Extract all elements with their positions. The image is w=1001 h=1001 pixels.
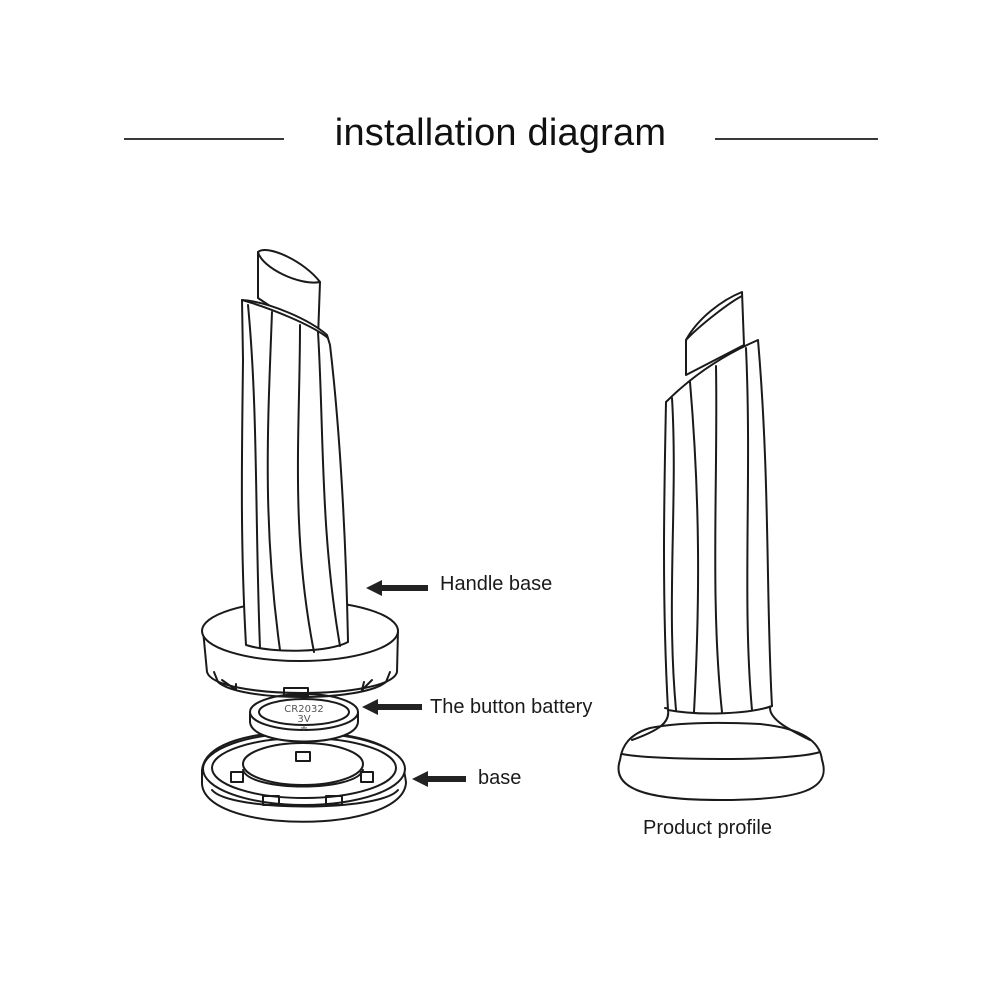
label-base: base (478, 767, 522, 789)
handle-illustration (240, 249, 349, 653)
base-ring-illustration (200, 731, 407, 823)
button-battery-illustration (249, 693, 359, 743)
product-profile-illustration (617, 291, 825, 801)
arrow-icon-battery (362, 699, 422, 715)
battery-model-text: CR2032 (284, 704, 323, 715)
battery-voltage-text: 3V (297, 714, 310, 725)
label-product-profile: Product profile (643, 817, 772, 839)
header-rule-right (715, 138, 878, 140)
arrow-icon-base (412, 771, 466, 787)
header-rule-left (124, 138, 284, 140)
battery-polarity-text: + (300, 723, 308, 734)
label-button-battery: The button battery (430, 696, 593, 718)
label-handle-base: Handle base (440, 573, 553, 595)
arrow-icon-handle (366, 580, 428, 596)
page-title: installation diagram (334, 112, 667, 154)
